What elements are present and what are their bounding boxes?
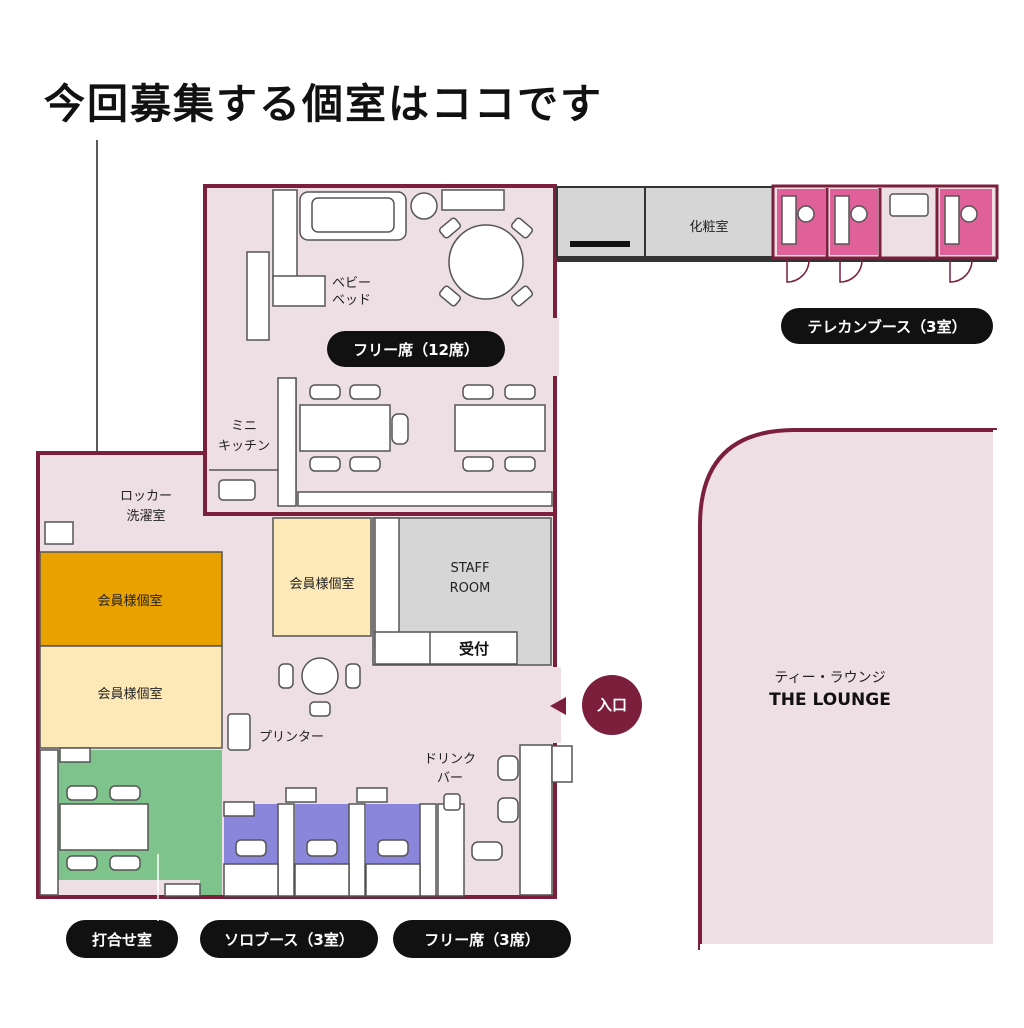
telecon-booth-area	[771, 184, 999, 283]
lounge-label-en: THE LOUNGE	[769, 690, 891, 710]
member-room-target	[39, 551, 223, 647]
label-solo-booth: ソロブース（3室）	[200, 920, 378, 958]
svg-text:テレカンブース（3室）: テレカンブース（3室）	[807, 318, 966, 336]
drink-bar-label-1: ドリンク	[424, 752, 476, 767]
label-telecon-booth: テレカンブース（3室）	[781, 308, 993, 344]
tea-lounge	[698, 428, 1005, 960]
printer-label: プリンター	[259, 730, 324, 745]
drink-bar	[437, 744, 573, 897]
member-room-target-label: 会員様個室	[97, 593, 162, 609]
lounge-label-jp: ティー・ラウンジ	[774, 670, 885, 686]
baby-bed-label-1: ベビー	[332, 276, 371, 291]
entrance-label: 入口	[597, 696, 627, 714]
staff-room-label-2: ROOM	[450, 581, 491, 596]
printer-icon	[227, 713, 251, 751]
label-meeting-room: 打合せ室	[66, 920, 178, 958]
locker-label-2: 洗濯室	[126, 508, 165, 524]
entrance-arrow-icon	[550, 697, 566, 715]
reception-label: 受付	[459, 640, 489, 658]
entrance-marker: 入口	[550, 675, 642, 735]
powder-room-area	[556, 186, 997, 262]
mini-kitchen-label-2: キッチン	[218, 439, 270, 454]
svg-text:ソロブース（3室）: ソロブース（3室）	[224, 931, 354, 949]
member-room-center-label: 会員様個室	[289, 576, 354, 592]
powder-room-label: 化粧室	[689, 219, 728, 235]
svg-text:フリー席（3席）: フリー席（3席）	[424, 931, 539, 949]
svg-text:打合せ室: 打合せ室	[92, 931, 152, 949]
meeting-room	[39, 747, 222, 897]
svg-text:フリー席（12席）: フリー席（12席）	[353, 341, 479, 359]
staff-room-label-1: STAFF	[450, 561, 489, 576]
drink-bar-label-2: バー	[437, 771, 463, 786]
small-round-table	[278, 657, 361, 717]
staff-room	[372, 517, 552, 666]
locker-label-1: ロッカー	[120, 489, 172, 504]
page-title: 今回募集する個室はココです	[44, 80, 603, 128]
solo-booths	[223, 787, 437, 897]
mini-kitchen-label-1: ミニ	[231, 419, 257, 434]
member-room-center	[272, 517, 372, 637]
label-free-seats-12: フリー席（12席）	[327, 331, 505, 367]
member-room-left-label: 会員様個室	[97, 686, 162, 702]
member-room-left	[39, 645, 223, 749]
label-free-seats-3: フリー席（3席）	[393, 920, 571, 958]
baby-bed-label-2: ベッド	[332, 293, 371, 308]
